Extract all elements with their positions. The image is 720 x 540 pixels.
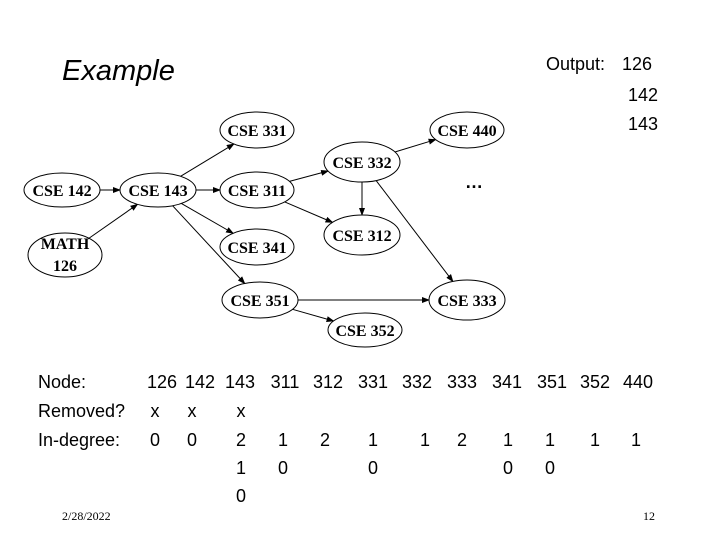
node-cse352: CSE 352 [327, 312, 403, 348]
indegree-row2-cell: 0 [545, 458, 555, 478]
slide-number: 12 [643, 509, 655, 523]
edge-cse311-to-cse312 [284, 201, 334, 223]
node-cse333: CSE 333 [428, 279, 506, 321]
output-value: 126 [622, 54, 652, 74]
indegree-row2-cell: 0 [503, 458, 513, 478]
node-ellipse [323, 141, 401, 183]
slide-title: Example [62, 55, 175, 87]
node-ellipse [219, 171, 295, 209]
node-column-header: 126 [147, 372, 177, 392]
node-row-label: Node: [38, 372, 86, 392]
node-ellipse [327, 312, 403, 348]
node-column-header: 341 [492, 372, 522, 392]
indegree-row1-cell: 0 [187, 430, 197, 450]
node-label: CSE 143 [128, 183, 187, 200]
node-column-header: 333 [447, 372, 477, 392]
indegree-row1-cell: 1 [503, 430, 513, 450]
output-list: Output: 126 142 143 [546, 54, 658, 134]
edge-math126-to-cse143 [88, 203, 139, 239]
removed-cell: x [188, 401, 197, 421]
indegree-table: Node: Removed? In-degree: 126 x 0 142 x 0 143 x… [38, 372, 653, 506]
indegree-row1-cell: 2 [236, 430, 246, 450]
output-value: 142 [628, 85, 658, 105]
node-ellipse [429, 111, 505, 149]
node-label: MATH [41, 236, 90, 253]
node-cse332: CSE 332 [323, 141, 401, 183]
node-label: CSE 332 [332, 155, 391, 172]
indegree-row2-cell: 0 [368, 458, 378, 478]
node-label: CSE 142 [32, 183, 91, 200]
graph-edges [88, 138, 454, 322]
node-ellipse [323, 214, 401, 256]
indegree-row1-cell: 1 [368, 430, 378, 450]
node-column-header: 332 [402, 372, 432, 392]
node-label: CSE 311 [228, 183, 286, 200]
edge-cse143-to-cse351 [172, 205, 246, 285]
node-column-header: 142 [185, 372, 215, 392]
indegree-row1-cell: 1 [631, 430, 641, 450]
edge-cse143-to-cse331 [180, 143, 235, 177]
indegree-row3-cell: 0 [236, 486, 246, 506]
output-value: 143 [628, 114, 658, 134]
node-cse351: CSE 351 [221, 281, 299, 319]
edge-cse311-to-cse332 [289, 169, 330, 182]
node-ellipse [221, 281, 299, 319]
node-cse440: CSE 440 [429, 111, 505, 149]
node-ellipse [219, 111, 295, 149]
indegree-row1-cell: 2 [457, 430, 467, 450]
indegree-row1-cell: 1 [420, 430, 430, 450]
node-ellipse [27, 232, 103, 278]
node-column-header: 440 [623, 372, 653, 392]
node-ellipse [119, 172, 197, 208]
graph-ellipsis: … [465, 172, 483, 192]
node-ellipse [219, 228, 295, 266]
indegree-row1-cell: 0 [150, 430, 160, 450]
node-column-header: 351 [537, 372, 567, 392]
edge-cse143-to-cse341 [181, 202, 234, 234]
node-column-header: 312 [313, 372, 343, 392]
indegree-row2-cell: 1 [236, 458, 246, 478]
indegree-row2-cell: 0 [278, 458, 288, 478]
node-label: CSE 333 [437, 293, 496, 310]
node-label: CSE 312 [332, 228, 391, 245]
node-label: CSE 440 [437, 123, 496, 140]
indegree-row-label: In-degree: [38, 430, 120, 450]
node-cse331: CSE 331 [219, 111, 295, 149]
node-cse143: CSE 143 [119, 172, 197, 208]
edge-cse351-to-cse352 [292, 308, 335, 322]
indegree-row1-cell: 2 [320, 430, 330, 450]
node-column-header: 143 [225, 372, 255, 392]
edge-cse332-to-cse333 [375, 180, 454, 283]
node-label: CSE 341 [227, 240, 286, 257]
node-ellipse [428, 279, 506, 321]
node-cse142: CSE 142 [23, 172, 101, 208]
node-cse341: CSE 341 [219, 228, 295, 266]
node-column-header: 352 [580, 372, 610, 392]
indegree-row1-cell: 1 [278, 430, 288, 450]
node-label: CSE 351 [230, 293, 289, 310]
output-label: Output: [546, 54, 605, 74]
node-label: CSE 352 [335, 323, 394, 340]
removed-cell: x [237, 401, 246, 421]
removed-cell: x [151, 401, 160, 421]
node-cse312: CSE 312 [323, 214, 401, 256]
node-column-header: 311 [271, 372, 300, 392]
indegree-row1-cell: 1 [590, 430, 600, 450]
node-ellipse [23, 172, 101, 208]
node-cse311: CSE 311 [219, 171, 295, 209]
indegree-row1-cell: 1 [545, 430, 555, 450]
node-label: CSE 331 [227, 123, 286, 140]
node-column-header: 331 [358, 372, 388, 392]
footer-date: 2/28/2022 [62, 509, 111, 523]
node-math126: MATH 126 [27, 232, 103, 278]
edge-cse332-to-cse440 [394, 138, 437, 153]
removed-row-label: Removed? [38, 401, 125, 421]
node-label: 126 [53, 258, 77, 275]
